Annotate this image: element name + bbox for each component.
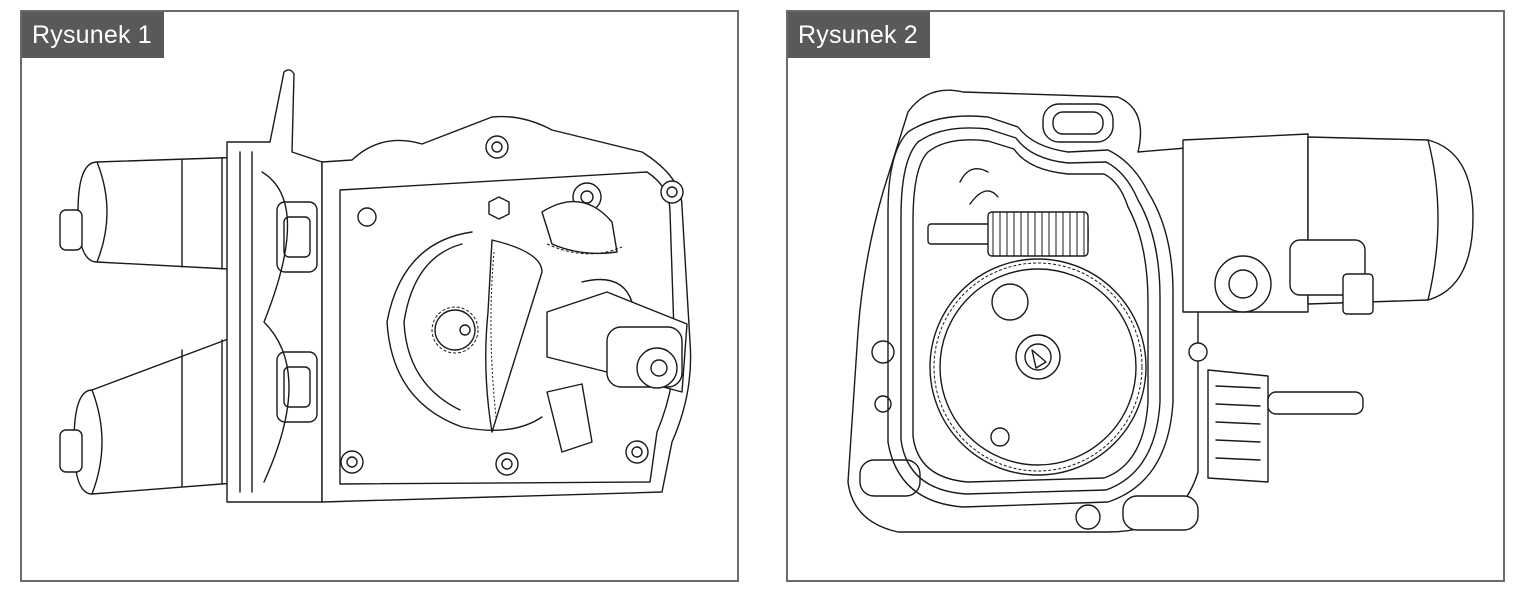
fig2-motor — [1183, 134, 1473, 314]
figure-2-label: Rysunek 2 — [788, 12, 930, 58]
fig2-worm-shaft — [928, 212, 1088, 256]
fig1-lower-motor — [60, 332, 247, 494]
fig2-spur-gear — [930, 259, 1146, 475]
fig1-upper-motor — [60, 157, 247, 270]
figure-1-label: Rysunek 1 — [22, 12, 164, 58]
figure-2-actuator-drawing — [788, 12, 1503, 580]
figure-2-panel: Rysunek 2 — [786, 10, 1505, 582]
fig2-output-rod — [1208, 370, 1363, 482]
figure-1-panel: Rysunek 1 — [20, 10, 739, 582]
fig1-mounting-plate — [227, 70, 322, 502]
fig1-gear-train — [387, 183, 687, 452]
figure-1-actuator-drawing — [22, 12, 737, 580]
